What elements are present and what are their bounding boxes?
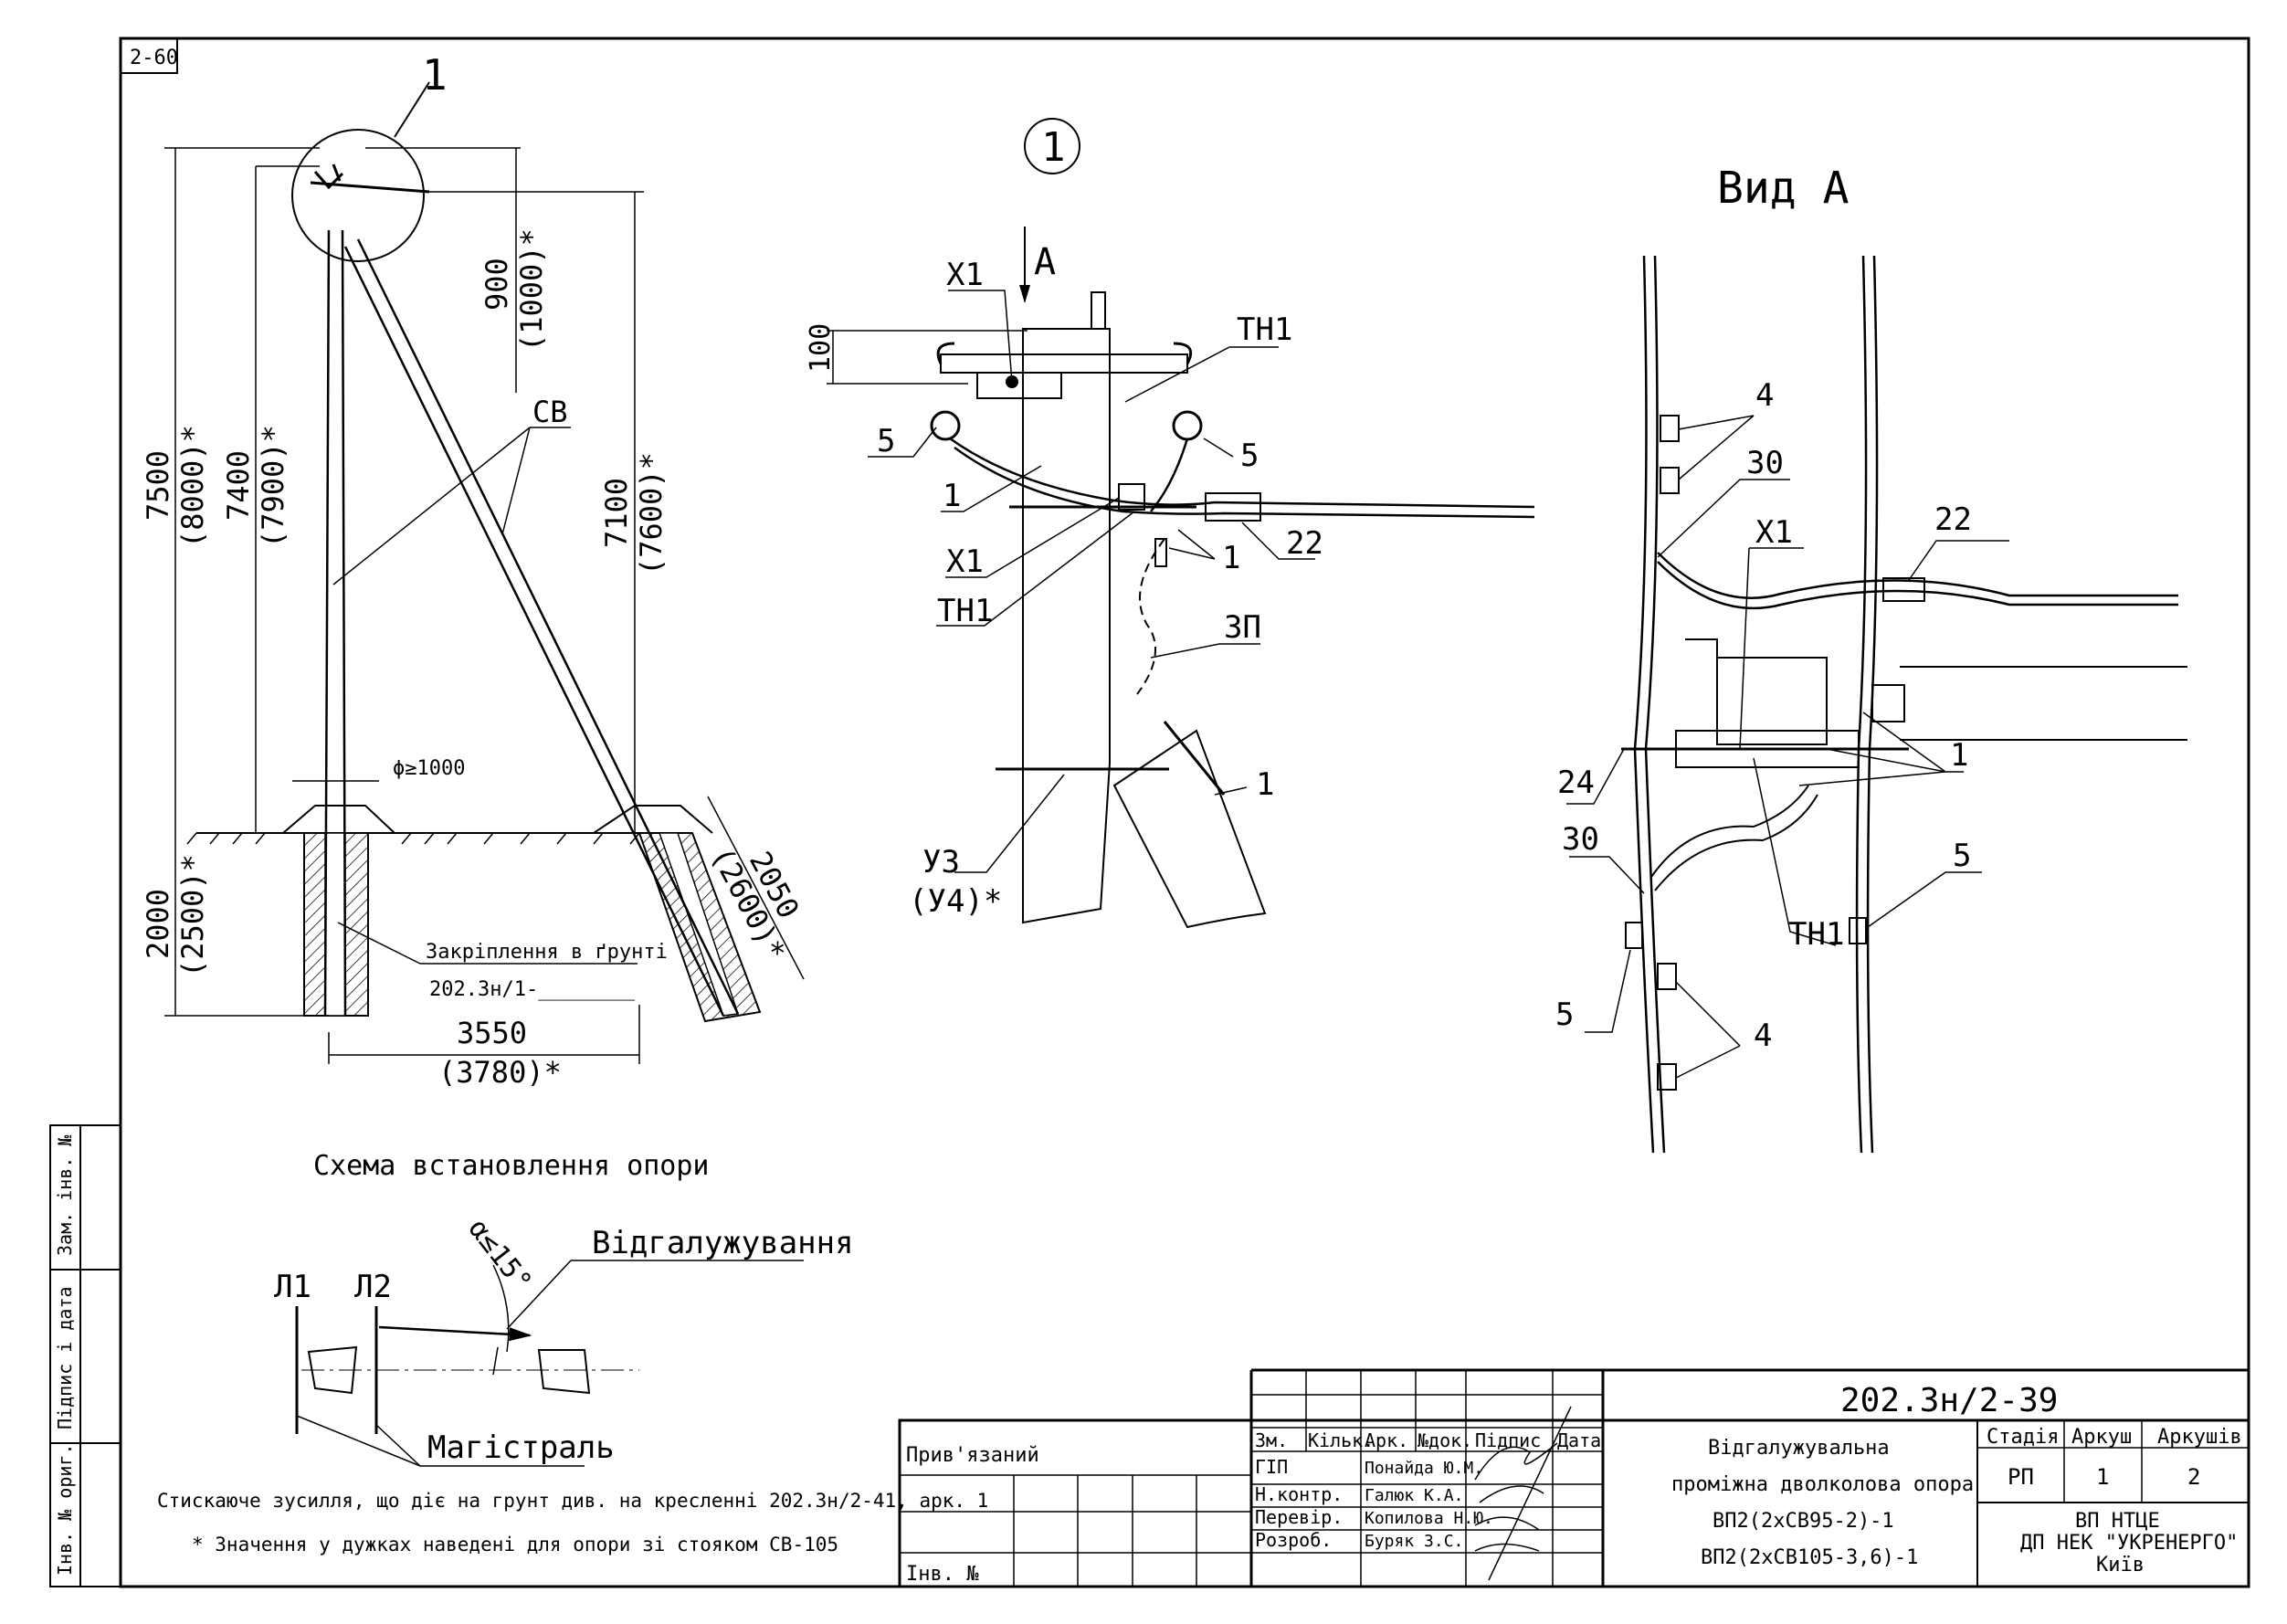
tb-desc-2: ВП2(2хСВ95-2)-1: [1713, 1510, 1894, 1533]
va-five-right: 5: [1953, 838, 1971, 874]
view-a: Вид А 4 30 22 Х1: [1555, 163, 2187, 1154]
sheet-border: [119, 37, 2250, 1588]
dim-7100: 7100: [599, 478, 634, 548]
label-tn1-top: ТН1: [1237, 311, 1292, 348]
side-stamp: Зам. інв. № Підпис і дата Інв. № ориг.: [49, 1124, 121, 1587]
label-one-b: 1: [1222, 540, 1240, 576]
label-u3: У3: [922, 844, 960, 881]
label-x1-top: Х1: [946, 257, 984, 293]
tb-sheets-h: Аркушів: [2157, 1426, 2242, 1449]
tb-sheet-h: Аркуш: [2071, 1426, 2132, 1449]
l1-label: Л1: [274, 1269, 311, 1305]
dim-7500: 7500: [141, 450, 175, 521]
main-label: Магістраль: [427, 1429, 615, 1466]
va-thirty-top: 30: [1746, 445, 1784, 481]
va-thirty-bottom: 30: [1562, 821, 1599, 858]
note-compress: Стискаюче зусилля, що діє на грунт див. …: [157, 1490, 988, 1512]
dim-7600: (7600)*: [634, 452, 669, 575]
tb-privyaz: Прив'язаний: [906, 1444, 1039, 1467]
label-five-left: 5: [877, 423, 895, 459]
tb-stage-h: Стадія: [1987, 1426, 2059, 1449]
tb-inv-no: Інв. №: [906, 1563, 978, 1586]
va-twentytwo: 22: [1934, 501, 1972, 538]
tb-role-0: ГІП: [1255, 1456, 1288, 1478]
note-brackets: * Значення у дужках наведені для опори з…: [192, 1534, 838, 1555]
va-twentyfour: 24: [1557, 765, 1595, 801]
dim-1000: (1000)*: [514, 228, 549, 352]
label-zp: ЗП: [1224, 609, 1261, 646]
stamp-inv: Інв. № ориг.: [54, 1444, 76, 1577]
pole-scheme: 1 7500 (8000)* 7400 (7900)* 2000 (2500)*…: [141, 50, 806, 1182]
stamp-zam: Зам. інв. №: [54, 1134, 76, 1256]
branch-label: Відгалужування: [592, 1225, 854, 1261]
dim-7400: 7400: [221, 450, 256, 521]
tb-desc-0: Відгалужувальна: [1708, 1437, 1890, 1460]
stamp-pidpys: Підпис і дата: [54, 1286, 76, 1429]
tb-org-2: Київ: [2096, 1554, 2145, 1577]
detail-number: 1: [1041, 124, 1066, 171]
label-u4: (У4)*: [909, 883, 1002, 920]
dim-3550: 3550: [457, 1016, 527, 1050]
anchor-label: Закріплення в ґрунті: [426, 941, 668, 964]
tb-name-3: Буряк З.С.: [1365, 1532, 1463, 1551]
tb-h-kilk: Кільк.: [1308, 1429, 1374, 1451]
tb-role-1: Н.контр.: [1255, 1483, 1343, 1505]
tb-org-0: ВП НТЦЕ: [2075, 1510, 2160, 1533]
tb-h-ark: Арк.: [1365, 1429, 1408, 1451]
label-one-a: 1: [943, 478, 961, 514]
tb-name-2: Копилова Н.Ю.: [1365, 1509, 1493, 1528]
dim-2000: 2000: [141, 889, 175, 959]
tb-sheets: 2: [2187, 1464, 2200, 1490]
dim-7900: (7900)*: [256, 425, 290, 548]
va-four-bottom: 4: [1754, 1018, 1772, 1054]
va-four-top: 4: [1755, 377, 1774, 414]
tb-sheet: 1: [2096, 1464, 2109, 1490]
tb-desc-1: проміжна дволколова опора: [1671, 1473, 1974, 1496]
detail-1: 1 А 100 Х1: [805, 118, 1535, 929]
va-one: 1: [1950, 737, 1968, 774]
pole-callout: 1: [422, 50, 448, 100]
label-x1-mid: Х1: [946, 543, 984, 580]
label-one-c: 1: [1256, 766, 1274, 803]
sheet-code: 2-60: [130, 47, 178, 69]
detail-arrow-label: А: [1034, 241, 1056, 283]
dim-900: 900: [480, 258, 514, 311]
tb-desc-3: ВП2(2хСВ105-3,6)-1: [1701, 1546, 1918, 1569]
dim-3780: (3780)*: [438, 1055, 562, 1090]
tb-h-zm: Зм.: [1255, 1429, 1288, 1451]
dim-8000: (8000)*: [175, 425, 210, 548]
dim-2500: (2500)*: [175, 854, 210, 977]
tb-stage: РП: [2008, 1464, 2034, 1490]
tb-name-0: Понайда Ю.М.: [1365, 1459, 1483, 1478]
label-tn1-mid: ТН1: [937, 593, 993, 629]
va-x1: Х1: [1755, 514, 1793, 551]
branch-scheme: α≤15° Відгалужування Л1 Л2 Магістраль: [274, 1213, 854, 1467]
pole-scheme-title: Схема встановлення опори: [313, 1150, 709, 1182]
title-block: Прив'язаний Інв. № Зм. Кільк. Арк. №док.…: [898, 1368, 2250, 1588]
tb-role-3: Розроб.: [1255, 1529, 1332, 1551]
tb-org-1: ДП НЕК "УКРЕНЕРГО": [2020, 1532, 2238, 1555]
tb-h-ndok: №док.: [1418, 1429, 1472, 1451]
view-a-title: Вид А: [1717, 163, 1850, 214]
tb-doc-number: 202.3н/2-39: [1840, 1382, 2058, 1419]
sheet-code-box: [120, 37, 178, 74]
anchor-ref: 202.3н/1-________: [429, 978, 636, 1001]
tb-name-1: Галюк К.А.: [1365, 1486, 1463, 1505]
label-five-right: 5: [1240, 438, 1259, 474]
va-five-left: 5: [1555, 997, 1574, 1033]
dim-100: 100: [805, 323, 837, 373]
dim-phi: ϕ≥1000: [393, 757, 465, 780]
va-tn1: ТН1: [1788, 916, 1844, 953]
label-twentytwo: 22: [1286, 525, 1323, 562]
tb-h-data: Дата: [1557, 1429, 1601, 1451]
branch-angle: α≤15°: [462, 1213, 538, 1298]
tb-role-2: Перевір.: [1255, 1506, 1343, 1528]
l2-label: Л2: [354, 1269, 392, 1305]
cv-label: СВ: [532, 395, 568, 429]
